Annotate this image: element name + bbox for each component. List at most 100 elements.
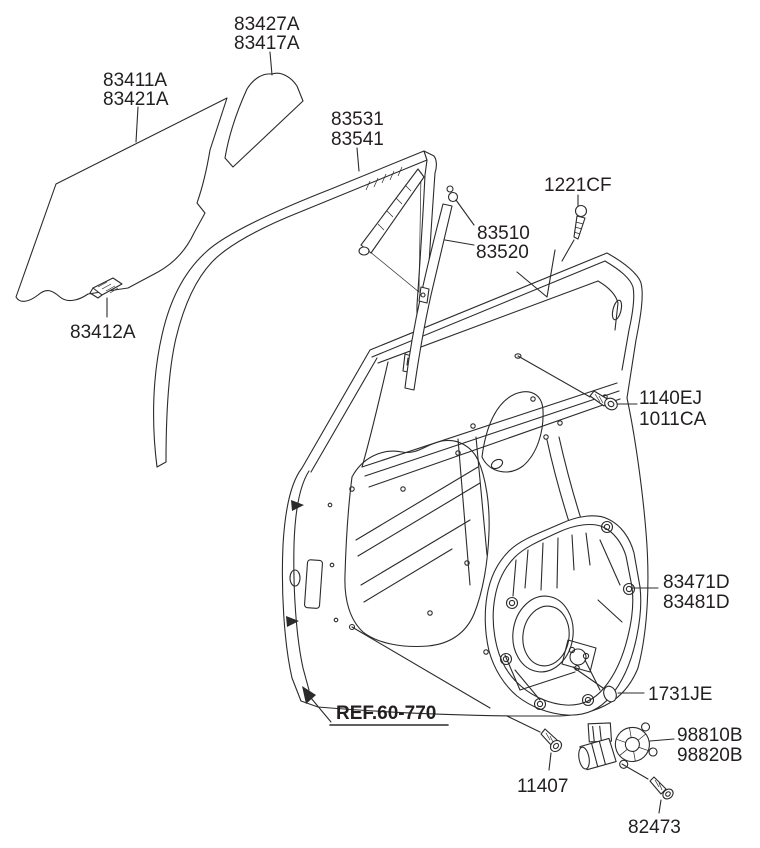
label-panel-2: 83481D [663,592,730,613]
door-front-slant-inner [310,357,378,473]
label-door-glass-1: 83411A [103,70,167,91]
door-front-inner-edge [293,470,310,691]
label-door-glass-2: 83421A [103,89,169,110]
leader-grommet-a [572,666,604,689]
motor-gear-spokes [616,727,649,762]
rear-corner-slot [611,299,623,321]
rear-run-mid-clip [418,286,430,304]
window-opening-front-edge [361,361,389,468]
label-rear-run-1: 83510 [477,223,530,244]
label-run-channel-2: 83541 [331,129,384,150]
regulator-panel [484,515,642,716]
quarter-fixed-glass [224,72,304,168]
belt-line-3 [368,398,621,488]
panel-opening-rim [522,605,570,667]
rear-run-clip-hole [420,292,426,298]
ref-arrowhead [302,686,316,704]
label-motor-2: 98820B [677,745,743,766]
label-1221cf: 1221CF [544,175,612,196]
mount-hole-1 [568,646,576,654]
rear-inner-hole [481,391,544,473]
center-pillar-line-2 [475,436,488,556]
rear-small-oval [490,458,504,470]
leader-11407-c [548,752,552,771]
motor-ear-2 [648,747,658,757]
leader-door-glass [135,106,139,143]
door-frame-inner-line-1 [371,260,606,358]
leader-11407-b [506,715,541,733]
label-1140ej-2: 1011CA [639,409,707,430]
division-bar-foot [358,246,370,256]
door-rear-corner-inner-1 [604,260,635,371]
panel-bolt-hole [348,623,356,631]
label-panel-1: 83471D [663,572,730,593]
inner-panel-opening [344,439,490,647]
label-11407: 11407 [517,776,568,797]
leader-rear-run-b [444,239,475,246]
motor-body-bands [591,740,607,768]
center-pillar-line-1 [457,438,471,586]
motor-mount-plate [561,639,597,673]
run-channel-hatching [365,166,412,231]
glass-run-channel [153,150,437,468]
rear-run-top-roller [447,191,459,203]
label-ref: REF.60-770 [336,703,436,724]
leader-82473-a [621,763,649,780]
motor-end-cap [578,746,590,770]
location-vee [516,249,556,298]
leader-1140ej-b [517,355,591,398]
leader-motor [649,738,675,742]
plug-grommet [603,685,617,703]
label-run-channel-1: 83531 [331,109,384,130]
rear-glass-run [404,185,459,391]
callout-labels: 83427A 83417A 83411A 83421A 83531 83541 … [70,14,743,838]
outer-skin-line-2 [357,482,481,557]
motor-ear-1 [640,722,651,732]
leader-run-channel [356,147,360,172]
motor-mount-boss [569,648,587,666]
outer-skin-line-1 [355,466,479,541]
label-82473: 82473 [628,817,681,838]
door-window-glass [15,97,228,302]
rear-run-strip [404,203,453,391]
front-edge-marker-2 [286,616,299,627]
front-edge-oval [289,569,301,587]
mount-hole-2 [582,652,590,660]
glass-grip [89,277,123,299]
leader-82473-b [658,799,662,814]
motor-connector [587,722,613,743]
regulator-motor [578,722,658,771]
panel-bolt-bosses [499,520,636,711]
panel-ribs [504,532,623,701]
rear-run-top-stud [446,185,454,193]
screw-1221cf [573,204,588,240]
belt-line-2 [364,390,620,477]
label-glass-grip: 83412A [70,322,136,343]
label-1140ej-1: 1140EJ [639,388,702,409]
ref-arrow-line [310,697,332,723]
panel-large-opening [512,595,574,673]
rear-pillar-line-1 [546,439,571,526]
leader-quarter-glass [269,51,273,76]
label-quarter-glass-1: 83427A [234,14,300,35]
run-channel-division-bar [360,168,425,254]
label-motor-1: 98810B [677,725,743,746]
label-rear-run-2: 83520 [476,242,529,263]
label-quarter-glass-2: 83417A [234,33,300,54]
panel-inner [492,523,634,706]
label-grommet: 1731JE [648,684,712,705]
bolt-1140ej [589,390,618,411]
hinge-recess [303,559,324,609]
outer-skin-line-3 [360,519,471,586]
front-edge-marker-1 [291,500,304,511]
leader-1221cf-b [561,239,575,262]
screw-82473 [649,776,674,800]
leader-rear-run-a [455,199,475,226]
rear-pillar-line-2 [558,436,583,523]
bolt-11407 [540,728,563,753]
door-rear-corner-inner-2 [597,280,619,331]
leader-11407-a [351,626,491,709]
leader-lines [106,51,675,814]
